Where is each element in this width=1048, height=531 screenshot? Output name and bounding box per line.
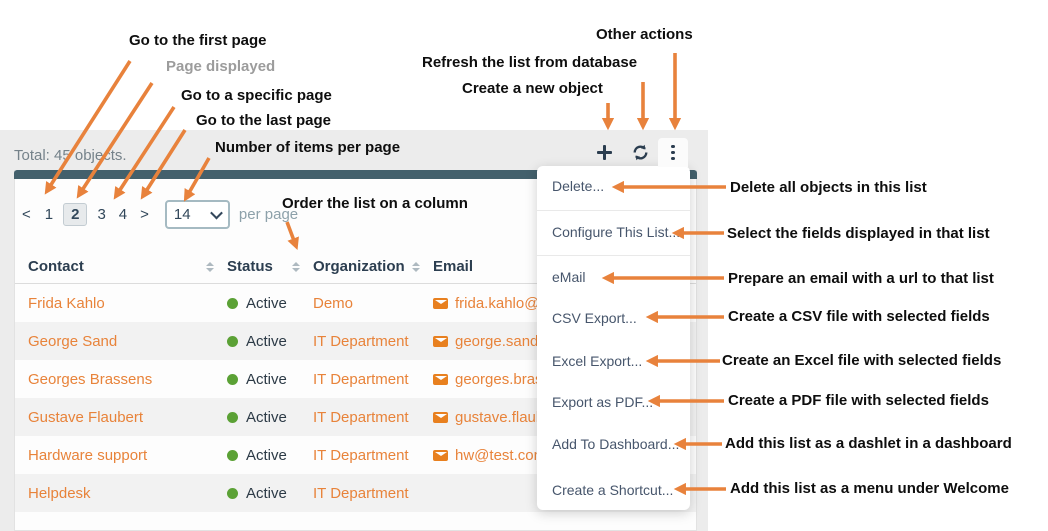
annotation-go-first-page: Go to the first page xyxy=(129,32,267,49)
email-link[interactable]: frida.kahlo@de xyxy=(455,294,557,312)
table-row[interactable]: Georges Brassens Active IT Department ge… xyxy=(15,360,696,398)
menu-item-create-shortcut[interactable]: Create a Shortcut... xyxy=(552,482,674,498)
refresh-list-button[interactable] xyxy=(631,143,650,162)
table-top-bar xyxy=(14,170,697,179)
organization-link[interactable]: Demo xyxy=(313,294,354,312)
menu-item-configure-list[interactable]: Configure This List... xyxy=(552,224,681,240)
envelope-icon xyxy=(433,335,448,347)
email-link[interactable]: hw@test.com xyxy=(455,446,547,464)
contact-link[interactable]: Helpdesk xyxy=(28,484,91,502)
chevron-down-icon xyxy=(210,206,223,219)
annotation-order-column: Order the list on a column xyxy=(282,195,468,212)
menu-divider xyxy=(537,255,690,256)
status-label: Active xyxy=(246,484,287,502)
pagination-bar: < 1 2 3 4 > 14 per page xyxy=(22,199,299,229)
sort-icon[interactable] xyxy=(292,262,300,272)
page-4-button[interactable]: 4 xyxy=(118,205,128,223)
organization-link[interactable]: IT Department xyxy=(313,370,409,388)
contact-link[interactable]: Gustave Flaubert xyxy=(28,408,144,426)
organization-link[interactable]: IT Department xyxy=(313,332,409,350)
current-page-indicator[interactable]: 2 xyxy=(63,202,88,226)
per-page-label: per page xyxy=(238,205,299,223)
annotation-menu-csv: Create a CSV file with selected fields xyxy=(728,308,990,325)
create-new-object-button[interactable] xyxy=(597,145,612,160)
contact-link[interactable]: Frida Kahlo xyxy=(28,294,105,312)
sort-icon[interactable] xyxy=(206,262,214,272)
total-objects-label: Total: 45 objects. xyxy=(14,147,127,164)
annotation-refresh-list: Refresh the list from database xyxy=(422,54,638,71)
status-label: Active xyxy=(246,446,287,464)
organization-link[interactable]: IT Department xyxy=(313,408,409,426)
column-header-contact: Contact xyxy=(28,258,84,275)
annotation-menu-email: Prepare an email with a url to that list xyxy=(728,270,994,287)
sort-icon[interactable] xyxy=(412,262,420,272)
page-1-button[interactable]: 1 xyxy=(44,205,54,223)
column-header-organization: Organization xyxy=(313,258,405,275)
other-actions-button[interactable] xyxy=(658,138,688,167)
annotation-page-displayed: Page displayed xyxy=(166,58,276,75)
status-label: Active xyxy=(246,370,287,388)
annotation-menu-shortcut: Add this list as a menu under Welcome xyxy=(730,480,1009,497)
organization-link[interactable]: IT Department xyxy=(313,484,409,502)
annotation-menu-configure: Select the fields displayed in that list xyxy=(727,225,990,242)
page-3-button[interactable]: 3 xyxy=(97,205,106,223)
page-size-value: 14 xyxy=(173,205,191,223)
contact-link[interactable]: George Sand xyxy=(28,332,118,350)
annotation-items-per-page: Number of items per page xyxy=(215,139,401,156)
status-active-dot xyxy=(227,487,238,499)
column-header-email: Email xyxy=(433,258,474,275)
annotation-go-specific-page: Go to a specific page xyxy=(181,87,332,104)
contact-link[interactable]: Georges Brassens xyxy=(28,370,153,388)
status-active-dot xyxy=(227,373,238,385)
envelope-icon xyxy=(433,449,448,461)
menu-item-csv-export[interactable]: CSV Export... xyxy=(552,310,637,326)
status-label: Active xyxy=(246,332,287,350)
page-size-select[interactable]: 14 xyxy=(164,199,230,229)
annotation-go-last-page: Go to the last page xyxy=(196,112,332,129)
email-link[interactable]: george.sand@i xyxy=(455,332,557,350)
contact-link[interactable]: Hardware support xyxy=(28,446,148,464)
other-actions-menu: Delete... Configure This List... eMail C… xyxy=(537,166,690,510)
refresh-icon xyxy=(633,144,648,161)
annotation-create-object: Create a new object xyxy=(462,80,603,97)
envelope-icon xyxy=(433,411,448,423)
first-page-button[interactable]: < xyxy=(22,205,31,223)
menu-item-email[interactable]: eMail xyxy=(552,269,586,285)
annotation-menu-dashboard: Add this list as a dashlet in a dashboar… xyxy=(725,435,1012,452)
menu-item-excel-export[interactable]: Excel Export... xyxy=(552,353,643,369)
column-header-status: Status xyxy=(227,258,273,275)
annotation-other-actions: Other actions xyxy=(596,26,693,43)
status-active-dot xyxy=(227,335,238,347)
table-row[interactable]: Frida Kahlo Active Demo frida.kahlo@de xyxy=(15,284,696,322)
status-active-dot xyxy=(227,449,238,461)
last-page-button[interactable]: > xyxy=(140,205,149,223)
status-active-dot xyxy=(227,411,238,423)
email-link[interactable]: georges.brasse xyxy=(455,370,559,388)
email-link[interactable]: gustave.flaube xyxy=(455,408,553,426)
kebab-menu-icon xyxy=(671,144,675,149)
table-row[interactable]: Hardware support Active IT Department hw… xyxy=(15,436,696,474)
annotation-menu-excel: Create an Excel file with selected field… xyxy=(722,352,1002,369)
status-label: Active xyxy=(246,408,287,426)
menu-item-add-to-dashboard[interactable]: Add To Dashboard... xyxy=(552,436,680,452)
status-label: Active xyxy=(246,294,287,312)
menu-item-export-pdf[interactable]: Export as PDF... xyxy=(552,394,654,410)
envelope-icon xyxy=(433,297,448,309)
envelope-icon xyxy=(433,373,448,385)
menu-item-delete[interactable]: Delete... xyxy=(552,178,605,194)
annotation-menu-delete: Delete all objects in this list xyxy=(730,179,927,196)
organization-link[interactable]: IT Department xyxy=(313,446,409,464)
status-active-dot xyxy=(227,297,238,309)
annotation-menu-pdf: Create a PDF file with selected fields xyxy=(728,392,989,409)
menu-divider xyxy=(537,210,690,211)
